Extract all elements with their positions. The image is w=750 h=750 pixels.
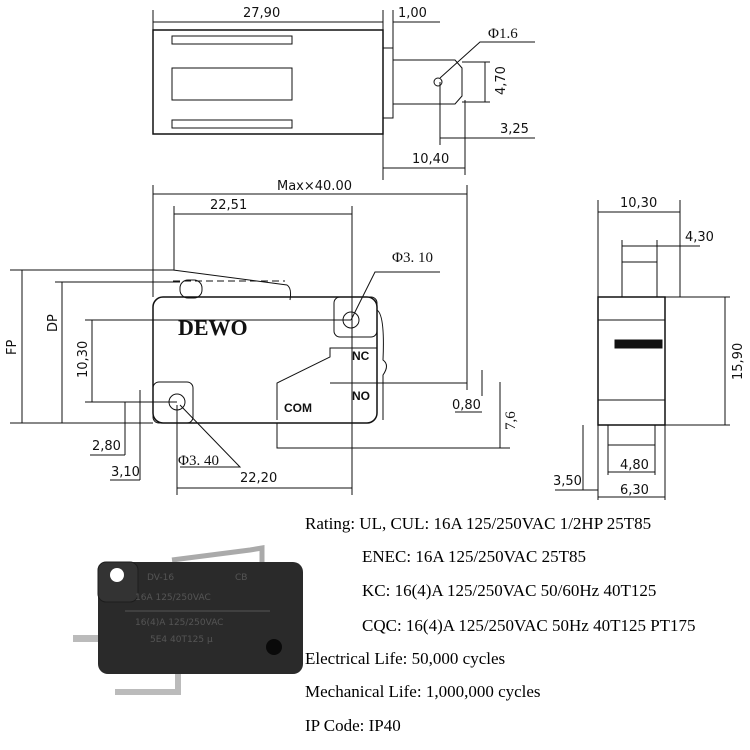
label-com: COM bbox=[284, 401, 312, 415]
spec-ip-code: IP Code: IP40 bbox=[305, 716, 401, 735]
label-nc: NC bbox=[352, 349, 370, 363]
dim-terminal-height: 4,70 bbox=[494, 66, 509, 95]
dim-bottom-hole: Φ3. 40 bbox=[178, 453, 219, 469]
dim-hole-distance: 22,20 bbox=[240, 471, 277, 486]
dim-dp: DP bbox=[46, 314, 61, 332]
dim-top-hole: Φ3. 10 bbox=[392, 250, 433, 266]
dim-gap: 1,00 bbox=[398, 6, 427, 21]
dim-6-30: 6,30 bbox=[620, 483, 649, 498]
front-view: Max×40.00 22,51 Φ3. 10 DEWO NC NO COM FP… bbox=[5, 179, 519, 495]
dim-terminal-thickness: 0,80 bbox=[452, 398, 481, 413]
dim-hole-offset: 3,25 bbox=[500, 122, 529, 137]
marking-rating: 16A 125/250VAC bbox=[135, 593, 211, 603]
dim-height: 15,90 bbox=[731, 343, 746, 380]
marking-code: 5E4 40T125 μ bbox=[150, 635, 213, 645]
marking-cb: CB bbox=[235, 573, 247, 583]
spec-mechanical-life: Mechanical Life: 1,000,000 cycles bbox=[305, 682, 541, 701]
dim-hole: Φ1.6 bbox=[488, 26, 518, 42]
dim-length: 27,90 bbox=[243, 6, 280, 21]
dim-7-6: 7,6 bbox=[503, 411, 519, 430]
dim-3-50: 3,50 bbox=[553, 474, 582, 489]
spec-cqc: CQC: 16(4)A 125/250VAC 50Hz 40T125 PT175 bbox=[362, 616, 696, 635]
spec-kc: KC: 16(4)A 125/250VAC 50/60Hz 40T125 bbox=[362, 581, 657, 600]
dim-max: Max×40.00 bbox=[277, 179, 352, 194]
dim-3-10: 3,10 bbox=[111, 465, 140, 480]
label-no: NO bbox=[352, 389, 370, 403]
spec-enec: ENEC: 16A 125/250VAC 25T85 bbox=[362, 547, 587, 566]
dim-plunger: 4,30 bbox=[685, 230, 714, 245]
dim-4-80: 4,80 bbox=[620, 458, 649, 473]
top-view: 27,90 1,00 Φ1.6 4,70 3,25 10,40 bbox=[152, 6, 535, 180]
spec-rating: Rating: UL, CUL: 16A 125/250VAC 1/2HP 25… bbox=[305, 514, 652, 533]
dim-terminal-length: 10,40 bbox=[412, 152, 449, 167]
side-view: 10,30 4,30 15,90 3,50 4,80 6,30 bbox=[553, 196, 746, 500]
spec-electrical-life: Electrical Life: 50,000 cycles bbox=[305, 649, 506, 668]
marking-rating-2: 16(4)A 125/250VAC bbox=[135, 618, 223, 628]
dim-lever: 22,51 bbox=[210, 198, 247, 213]
marking-model: DV-16 bbox=[147, 573, 174, 583]
dim-width: 10,30 bbox=[620, 196, 657, 211]
dim-2-80: 2,80 bbox=[92, 439, 121, 454]
brand-logo: DEWO bbox=[178, 315, 248, 340]
dim-hole-spacing: 10,30 bbox=[76, 341, 91, 378]
dim-fp: FP bbox=[5, 340, 20, 355]
product-photo: DV-16 CB 16A 125/250VAC 16(4)A 125/250VA… bbox=[73, 545, 303, 695]
